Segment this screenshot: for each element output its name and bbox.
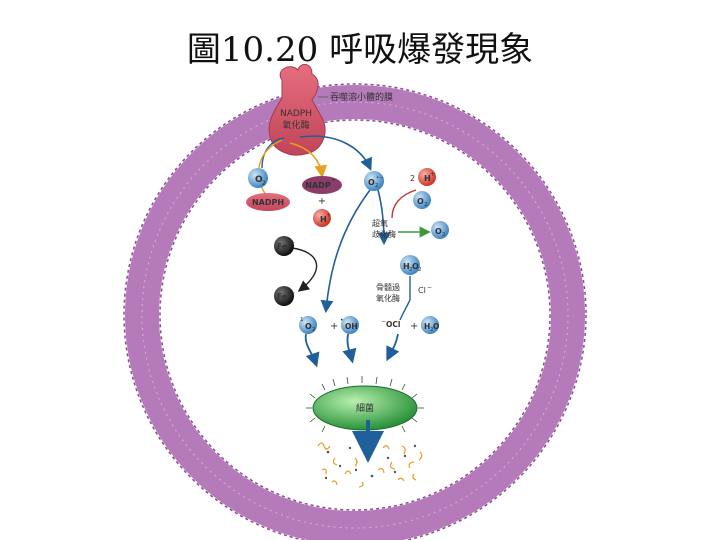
svg-text:2: 2 [442, 232, 446, 238]
nadph-oxidase-label-line2: 氧化酶 [282, 119, 309, 131]
h2o2-molecule [400, 255, 420, 275]
arrow-superoxide-to-sod [377, 189, 391, 246]
sod-label-line2: 歧化酶 [372, 229, 396, 239]
svg-text:O: O [412, 262, 419, 271]
h-ion-1 [313, 209, 331, 227]
bacterium [306, 376, 424, 433]
superoxide-molecule [364, 171, 384, 191]
arrow-nadph-to-enzyme [257, 139, 283, 196]
nadph-oxidase-label-line1: NADPH [280, 109, 312, 119]
svg-text:2: 2 [430, 327, 434, 333]
svg-text:•: • [340, 317, 344, 324]
arrow-superoxide-to-fenton [320, 189, 371, 314]
svg-text:•−: •− [376, 175, 384, 181]
o2-molecule [248, 168, 268, 188]
sod-label-line1: 超氧 [372, 218, 388, 228]
svg-text:+: + [326, 212, 331, 219]
svg-text:2: 2 [409, 267, 413, 273]
arrow-ocl-to-bacterium [386, 333, 400, 362]
h-ion-2 [418, 168, 436, 186]
svg-text:+: + [331, 177, 336, 184]
fe2-ion [274, 286, 294, 306]
chloride-label: Cl [418, 286, 426, 295]
fe3-label: Fe [277, 242, 287, 251]
arrow-singlet-o2-to-bacterium [304, 333, 320, 368]
fe3-ion [274, 236, 294, 256]
slide-title: 圖10.20 呼吸爆發現象 [186, 30, 534, 70]
mpo-label-line2: 氧化酶 [376, 293, 400, 303]
water-molecule [421, 316, 439, 334]
nadph-oxidase-enzyme [268, 64, 326, 156]
phagosome-membrane [123, 83, 587, 540]
arrow-oh-to-bacterium [342, 333, 357, 364]
mpo-label-line1: 骨髓過 [376, 282, 400, 292]
svg-text:2: 2 [424, 202, 428, 208]
svg-text:2+: 2+ [287, 290, 295, 296]
arrow-fe3-to-fe2 [291, 247, 318, 292]
water-label: H [424, 322, 430, 331]
svg-text:2: 2 [375, 183, 379, 189]
nadph-pill [246, 193, 290, 211]
fe2-label: Fe [277, 292, 287, 301]
o2-subscript: 2 [262, 180, 266, 187]
superoxide-2-molecule [413, 191, 431, 209]
plus-sign-2: + [330, 321, 338, 332]
o2-product-molecule [431, 221, 449, 239]
svg-text:−: − [427, 284, 432, 291]
superoxide-2-label: O [417, 197, 424, 206]
svg-text:−: − [381, 318, 386, 325]
h2o2-label: H [403, 262, 410, 271]
phagosome-membrane-label: 吞噬溶小體的膜 [330, 91, 393, 103]
svg-text:1: 1 [300, 317, 304, 323]
svg-text:3+: 3+ [287, 240, 295, 246]
svg-text:O: O [433, 322, 439, 331]
o2-label: O [255, 175, 263, 185]
bacterial-debris [317, 442, 423, 488]
svg-text:2: 2 [418, 267, 422, 273]
nadp-pill [302, 176, 342, 194]
arrow-enzyme-to-nadp [289, 142, 328, 179]
h-ion-2-label: H [424, 174, 431, 183]
nadph-label: NADPH [252, 198, 284, 207]
nadp-label: NADP [305, 181, 331, 190]
arrow-enzyme-to-superoxide [299, 135, 372, 171]
plus-sign-1: + [318, 196, 326, 207]
bacterium-label: 細菌 [356, 402, 374, 414]
arrow-o2-to-enzyme [261, 137, 285, 169]
h-ion-1-label: H [320, 215, 327, 224]
hydroxyl-radical-molecule [341, 316, 359, 334]
debris-dots [324, 444, 417, 480]
hydroxyl-label: OH [345, 322, 358, 331]
superoxide-label: O [368, 178, 375, 187]
svg-text:2: 2 [312, 327, 316, 333]
o2-product-label: O [435, 227, 442, 236]
singlet-oxygen-label: O [305, 322, 312, 331]
two-coefficient: 2 [410, 174, 415, 183]
hypochlorite-label: OCl [386, 320, 400, 329]
arrow-h-to-sod [391, 189, 417, 219]
plus-sign-3: + [410, 321, 418, 332]
svg-text:+: + [430, 171, 435, 178]
arrow-mpo-to-hocl [399, 299, 411, 321]
singlet-oxygen-molecule [299, 316, 317, 334]
